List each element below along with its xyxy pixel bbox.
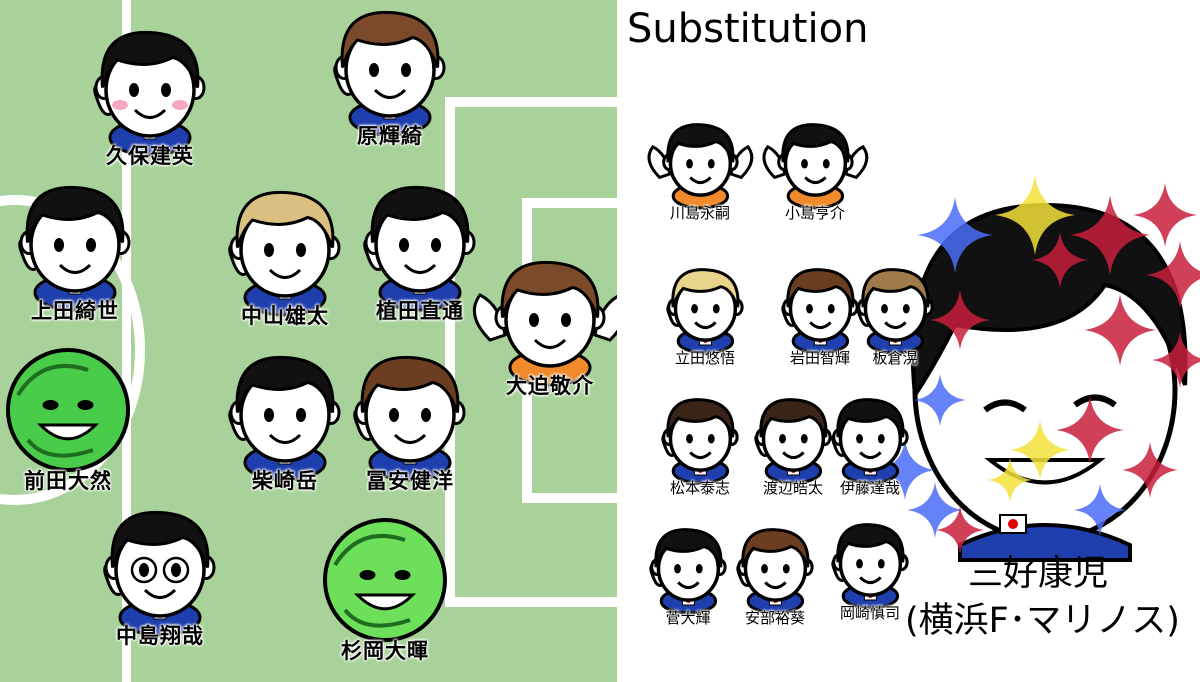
substitute-name: 松本泰志: [669, 479, 731, 497]
featured-player-name: 三好康児: [968, 554, 1109, 594]
substitute-portrait: [753, 397, 832, 485]
substitute-portrait: [665, 267, 744, 355]
lineup-portrait: [228, 190, 341, 317]
substitute-portrait: [647, 122, 753, 210]
lineup-portrait: [18, 185, 131, 312]
substitute-portrait: [830, 522, 909, 610]
pitch: 久保建英 原輝綺上田綺世 中山雄太 植田直通大迫敬介前田大然 柴崎岳 冨安健洋中島翔哉杉岡…: [0, 0, 617, 682]
lineup-name: 柴崎岳: [252, 469, 318, 493]
lineup-portrait: [363, 185, 476, 312]
penalty-box: [445, 97, 617, 607]
substitution-title: Substitution: [627, 6, 869, 52]
lineup-name: 原輝綺: [357, 124, 423, 148]
lineup-name: 中島翔哉: [116, 624, 204, 648]
substitute-name: 安部裕葵: [744, 609, 806, 627]
lineup-name: 大迫敬介: [506, 374, 594, 398]
lineup-portrait: [323, 518, 447, 642]
lineup-name: 前田大然: [24, 469, 112, 493]
lineup-portrait: [103, 510, 216, 637]
lineup-portrait: [228, 355, 341, 482]
featured-player-team: (横浜F･マリノス): [905, 601, 1180, 641]
substitute-name: 小島亨介: [784, 204, 846, 222]
lineup-portrait: [93, 30, 206, 157]
lineup-portrait: [472, 260, 617, 387]
lineup-portrait: [353, 355, 466, 482]
substitute-name: 岩田智輝: [789, 349, 851, 367]
substitute-name: 伊藤達哉: [839, 479, 901, 497]
lineup-name: 中山雄太: [241, 304, 329, 328]
substitute-portrait: [855, 267, 934, 355]
substitute-portrait: [660, 397, 739, 485]
substitute-portrait: [735, 527, 814, 615]
substitute-portrait: [648, 527, 727, 615]
lineup-portrait: [6, 348, 130, 472]
substitute-name: 菅大輝: [665, 609, 711, 627]
substitute-portrait: [780, 267, 859, 355]
substitute-name: 岡崎慎司: [839, 604, 901, 622]
substitute-name: 立田悠悟: [674, 349, 736, 367]
substitute-name: 渡辺皓太: [762, 479, 824, 497]
lineup-name: 杉岡大暉: [341, 639, 429, 663]
substitute-portrait: [830, 397, 909, 485]
lineup-portrait: [333, 10, 446, 137]
lineup-name: 久保建英: [106, 144, 194, 168]
lineup-name: 植田直通: [376, 299, 464, 323]
substitute-name: 板倉滉: [872, 349, 918, 367]
lineup-name: 冨安健洋: [366, 469, 454, 493]
substitute-portrait: [762, 122, 868, 210]
lineup-name: 上田綺世: [31, 299, 119, 323]
substitute-name: 川島永嗣: [669, 204, 731, 222]
